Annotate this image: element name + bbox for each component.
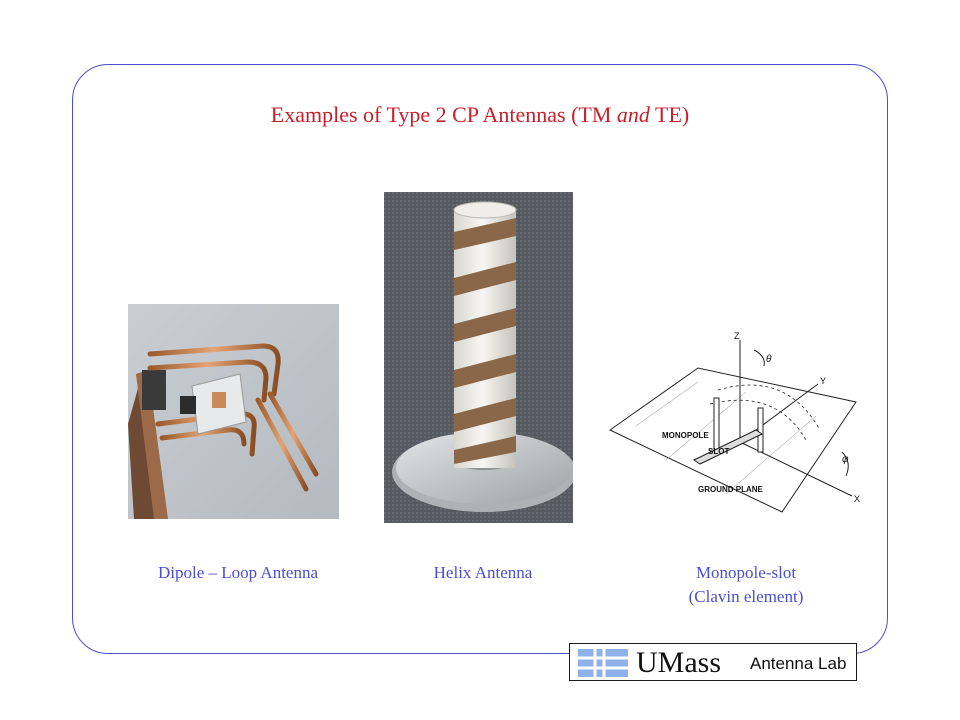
- slide-frame: [72, 64, 888, 654]
- slide-title: Examples of Type 2 CP Antennas (TM and T…: [0, 102, 960, 128]
- caption-monopole-slot-line2: (Clavin element): [688, 587, 804, 606]
- axis-z-label: Z: [734, 331, 740, 341]
- dipole-loop-photo: [128, 304, 339, 519]
- monopole-slot-diagram: Z θ Y X φ MONOPOLE SLOT GROUND PLANE: [606, 330, 874, 525]
- title-text-start: Examples of Type 2 CP Antennas (TM: [270, 102, 617, 127]
- caption-dipole-loop: Dipole – Loop Antenna: [118, 561, 358, 585]
- helix-antenna-photo: [384, 192, 573, 523]
- caption-helix-text: Helix Antenna: [433, 563, 533, 582]
- caption-monopole-slot-line1: Monopole-slot: [695, 563, 797, 582]
- title-text-emphasis: and: [616, 102, 650, 127]
- logo-lab-text: Antenna Lab: [750, 654, 847, 673]
- phi-label: φ: [842, 454, 849, 465]
- logo-umass-text: UMass: [636, 646, 722, 679]
- caption-dipole-loop-text: Dipole – Loop Antenna: [157, 563, 319, 582]
- logo-grid-icon: [578, 649, 628, 677]
- caption-helix: Helix Antenna: [398, 561, 568, 585]
- umass-antenna-lab-logo: UMass Antenna Lab: [569, 643, 857, 681]
- slot-label: SLOT: [708, 447, 729, 456]
- caption-monopole-slot: Monopole-slot (Clavin element): [636, 561, 856, 609]
- axis-y-label: Y: [820, 376, 826, 386]
- monopole-label: MONOPOLE: [662, 431, 709, 440]
- theta-label: θ: [766, 354, 772, 365]
- title-text-end: TE): [649, 102, 690, 127]
- ground-plane-label: GROUND PLANE: [698, 485, 764, 494]
- axis-x-label: X: [854, 494, 860, 504]
